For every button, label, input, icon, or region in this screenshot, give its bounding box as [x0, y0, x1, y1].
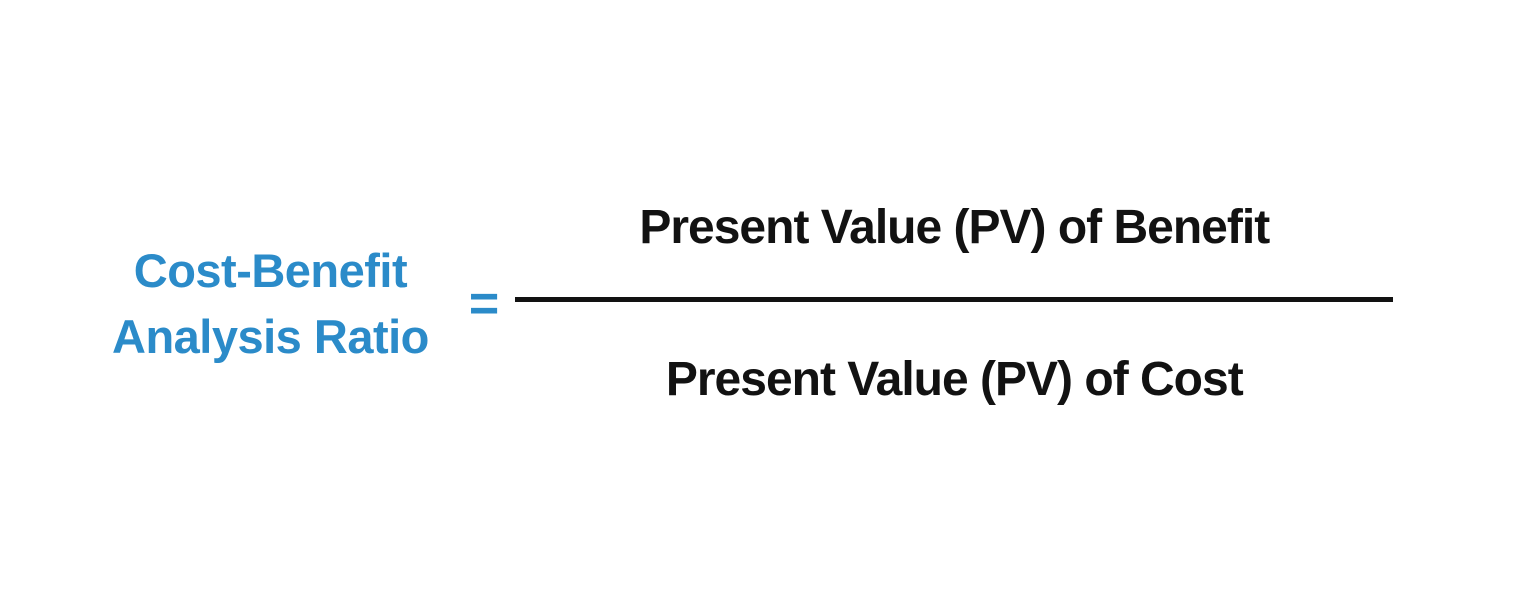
equals-sign: = [468, 274, 500, 333]
fraction: Present Value (PV) of Benefit Present Va… [515, 200, 1394, 407]
formula-title-line-2: Analysis Ratio [112, 309, 429, 363]
fraction-numerator: Present Value (PV) of Benefit [639, 201, 1270, 254]
cost-benefit-formula: Cost-Benefit Analysis Ratio = Present Va… [112, 200, 1394, 407]
formula-title-line-1: Cost-Benefit [133, 243, 408, 297]
formula-title: Cost-Benefit Analysis Ratio [112, 238, 429, 370]
fraction-divider-line [515, 297, 1394, 302]
fraction-denominator: Present Value (PV) of Cost [665, 353, 1244, 406]
